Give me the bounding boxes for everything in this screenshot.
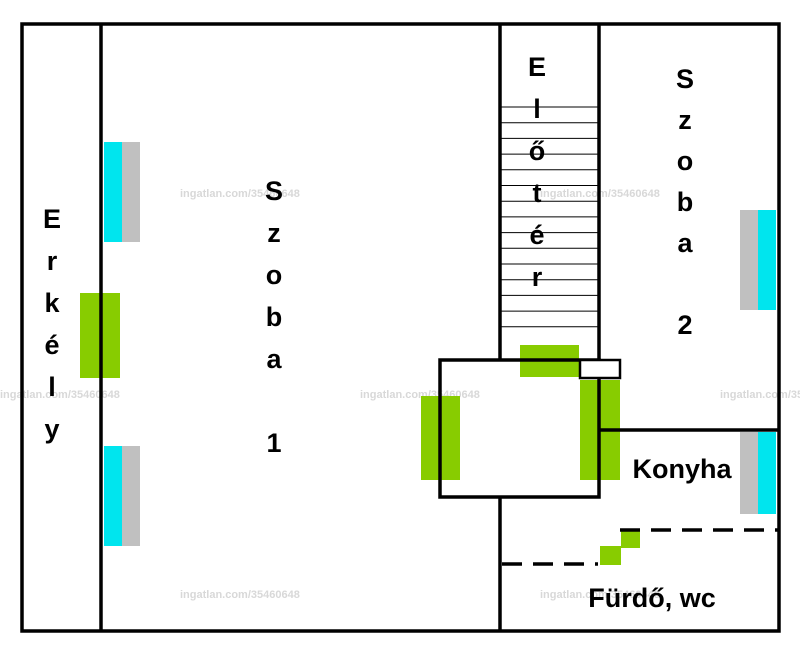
door-furdo-step-1 <box>600 546 621 565</box>
window-szoba1-bottom <box>104 446 140 546</box>
watermark-layer: ingatlan.com/35460648 ingatlan.com/354606… <box>0 188 800 601</box>
watermark-text: ingatlan.com/35460648 <box>0 389 120 401</box>
watermark-text: ingatlan.com/35460648 <box>180 188 300 200</box>
stair-hatching <box>501 106 598 328</box>
window-szoba1-top <box>104 142 140 242</box>
watermark-text: ingatlan.com/35460648 <box>360 389 480 401</box>
window-konyha <box>740 432 776 514</box>
door-furdo-step-2 <box>621 529 640 548</box>
door-header <box>578 358 622 380</box>
watermark-text: ingatlan.com/35460648 <box>720 389 800 401</box>
window-szoba2 <box>740 210 776 310</box>
room-label-furdo-wc: Fürdő, wc <box>588 583 716 613</box>
walls <box>20 22 781 633</box>
watermark-text: ingatlan.com/35460648 <box>180 589 300 601</box>
watermark-text: ingatlan.com/35460648 <box>540 589 660 601</box>
room-label-konyha: Konyha <box>632 454 732 484</box>
